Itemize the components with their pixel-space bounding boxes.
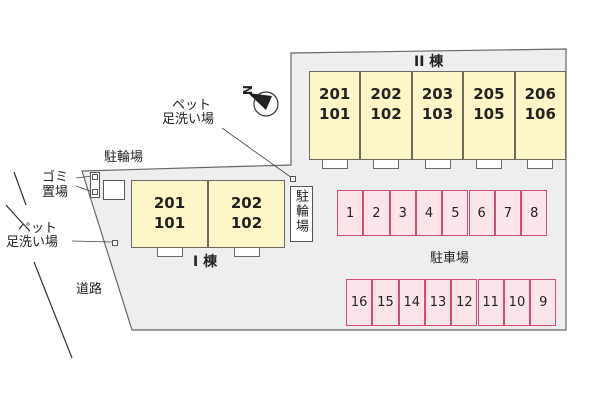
garbage-marker: [92, 174, 98, 180]
parking-stall: 10: [503, 279, 531, 326]
unit-number-upper: 201: [153, 194, 186, 212]
pet-wash-top-leader: [221, 127, 293, 179]
parking-label: 駐車場: [430, 251, 470, 266]
road-edge-line: [5, 204, 25, 226]
garbage-marker: [92, 189, 98, 195]
parking-stall: 11: [477, 279, 504, 326]
unit-number-upper: 202: [370, 85, 402, 103]
entrance-step: [233, 247, 260, 257]
entrance-step: [156, 247, 183, 257]
unit-number-upper: 203: [421, 85, 454, 103]
bicycle-parking-left-area: [103, 180, 125, 200]
unit-number-lower: 102: [370, 105, 402, 123]
parking-stall: 9: [530, 279, 557, 326]
garbage-label-2: 置場: [42, 185, 69, 200]
unit-number-lower: 103: [421, 105, 454, 123]
entrance-step: [475, 159, 502, 169]
parking-stall: 8: [521, 190, 548, 236]
parking-stall: 4: [415, 190, 443, 236]
bicycle-parking-right-label: 駐輪場: [293, 189, 308, 234]
compass-label: N: [240, 85, 254, 95]
road-edge-line: [33, 261, 73, 359]
parking-stall: 5: [442, 190, 469, 236]
pet-wash-top-marker: [290, 176, 296, 182]
parking-stall: 12: [451, 279, 478, 326]
parking-stall: 16: [346, 279, 373, 326]
building-2-label: II 棟: [414, 54, 444, 70]
pet-wash-top-label-2: 足洗い場: [162, 112, 215, 127]
garbage-label-1: ゴミ: [42, 170, 69, 185]
road-label: 道路: [76, 282, 103, 297]
entrance-step: [527, 159, 554, 169]
unit-number-lower: 101: [319, 105, 351, 123]
parking-stall: 1: [337, 190, 364, 236]
garbage-area: [90, 172, 100, 198]
parking-stall: 13: [424, 279, 452, 326]
parking-stall: 3: [389, 190, 416, 236]
parking-stall: 14: [398, 279, 425, 326]
unit-number-lower: 101: [153, 214, 186, 232]
unit-number-upper: 202: [230, 194, 263, 212]
pet-wash-left-marker: [112, 240, 118, 246]
garbage-leader: [75, 175, 93, 179]
parking-stall: 2: [363, 190, 390, 236]
bicycle-parking-left-label: 駐輪場: [104, 150, 144, 165]
unit-number-lower: 102: [230, 214, 263, 232]
unit-number-lower: 106: [524, 105, 556, 123]
unit-number-lower: 105: [473, 105, 505, 123]
pet-wash-top-label-1: ペット: [172, 98, 212, 113]
building-1-label: I 棟: [193, 254, 218, 270]
pet-wash-left-label-2: 足洗い場: [6, 235, 59, 250]
entrance-step: [373, 159, 400, 169]
parking-stall: 6: [468, 190, 495, 236]
road-edge-line: [13, 171, 27, 206]
parking-stall: 7: [494, 190, 522, 236]
compass-icon: N: [240, 85, 279, 117]
entrance-step: [424, 159, 451, 169]
pet-wash-left-label-1: ペット: [18, 221, 58, 236]
bicycle-parking-right-area: 駐輪場: [290, 186, 313, 242]
pet-wash-left-leader: [71, 240, 113, 243]
entrance-step: [321, 159, 348, 169]
unit-number-upper: 206: [524, 85, 556, 103]
parking-stall: 15: [372, 279, 399, 326]
unit-number-upper: 205: [473, 85, 505, 103]
unit-number-upper: 201: [319, 85, 351, 103]
